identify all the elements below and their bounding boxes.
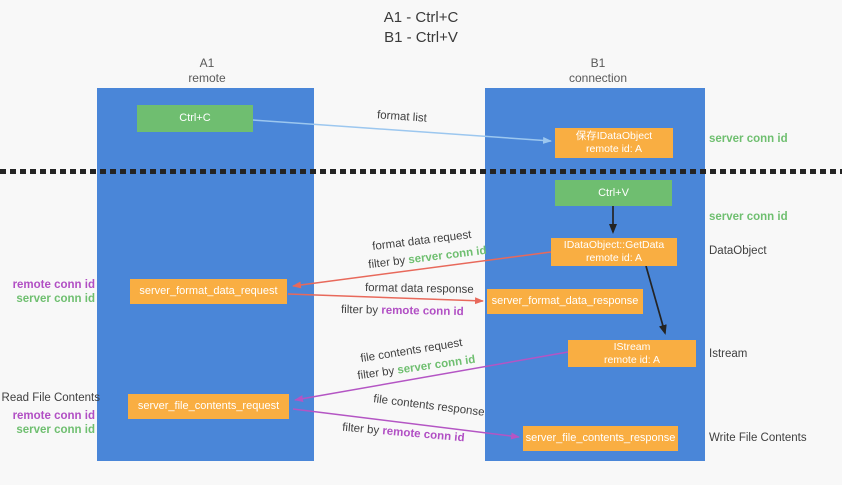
arrow-format-list [252,119,552,144]
label-read-file-contents: Read File Contents [1,392,100,404]
node-getdata-line1: IDataObject::GetData [563,239,665,251]
node-istream: IStream remote id: A [568,340,696,367]
node-save-idataobject-line1: 保存IDataObject [575,130,653,142]
node-file-request-label: server_file_contents_request [137,400,280,412]
diagram-title: A1 - Ctrl+C B1 - Ctrl+V [0,8,842,48]
column-header-b1: B1 connection [533,56,663,86]
phase-separator-dotted-line [0,169,842,174]
node-istream-line2: remote id: A [603,353,661,366]
label-istream: Istream [709,348,748,360]
label-dataobject: DataObject [709,245,767,257]
node-format-request-label: server_format_data_request [139,285,278,297]
node-istream-line1: IStream [613,340,651,353]
label-server-conn-id-left-1: server conn id [16,293,95,305]
flow-label-filter-by-remote-conn-id-1: filter by remote conn id [341,304,464,318]
arrow-getdata-to-istream [645,265,667,335]
label-remote-conn-id-left-2: remote conn id [12,410,95,422]
column-a1-subtitle: remote [188,71,226,85]
node-getdata-line2: remote id: A [585,252,643,264]
filter-value-remote-conn-id: remote conn id [381,304,464,319]
node-ctrl-c-label: Ctrl+C [179,112,211,124]
node-file-response-label: server_file_contents_response [525,432,676,444]
node-server-format-data-request: server_format_data_request [130,279,287,304]
node-idataobject-getdata: IDataObject::GetData remote id: A [551,238,677,266]
title-line-1: A1 - Ctrl+C [383,9,459,26]
filter-by-prefix: filter by [340,303,382,317]
label-server-conn-id-left-2: server conn id [16,424,95,436]
column-header-a1: A1 remote [142,56,272,86]
arrow-file-contents-request [294,351,569,403]
label-remote-conn-id-left-1: remote conn id [12,279,95,291]
node-save-idataobject-line2: remote id: A [585,143,643,155]
label-server-conn-id-right-1: server conn id [709,133,788,145]
node-server-file-contents-response: server_file_contents_response [523,426,678,451]
node-server-file-contents-request: server_file_contents_request [128,394,289,419]
label-write-file-contents: Write File Contents [709,432,807,444]
column-a1-name: A1 [199,56,215,70]
title-line-2: B1 - Ctrl+V [384,29,458,46]
node-save-idataobject: 保存IDataObject remote id: A [555,128,673,158]
arrow-format-data-request [292,251,552,289]
column-b1-name: B1 [590,56,606,70]
label-server-conn-id-right-2: server conn id [709,211,788,223]
arrow-format-data-response [287,293,484,305]
node-ctrl-c: Ctrl+C [137,105,253,132]
arrow-file-contents-response [292,408,520,440]
column-b1-subtitle: connection [568,71,628,85]
node-ctrl-v: Ctrl+V [555,180,672,206]
node-ctrl-v-label: Ctrl+V [598,186,629,199]
flow-label-format-data-response: format data response [364,282,474,296]
node-server-format-data-response: server_format_data_response [487,289,643,314]
node-format-response-label: server_format_data_response [491,295,639,307]
